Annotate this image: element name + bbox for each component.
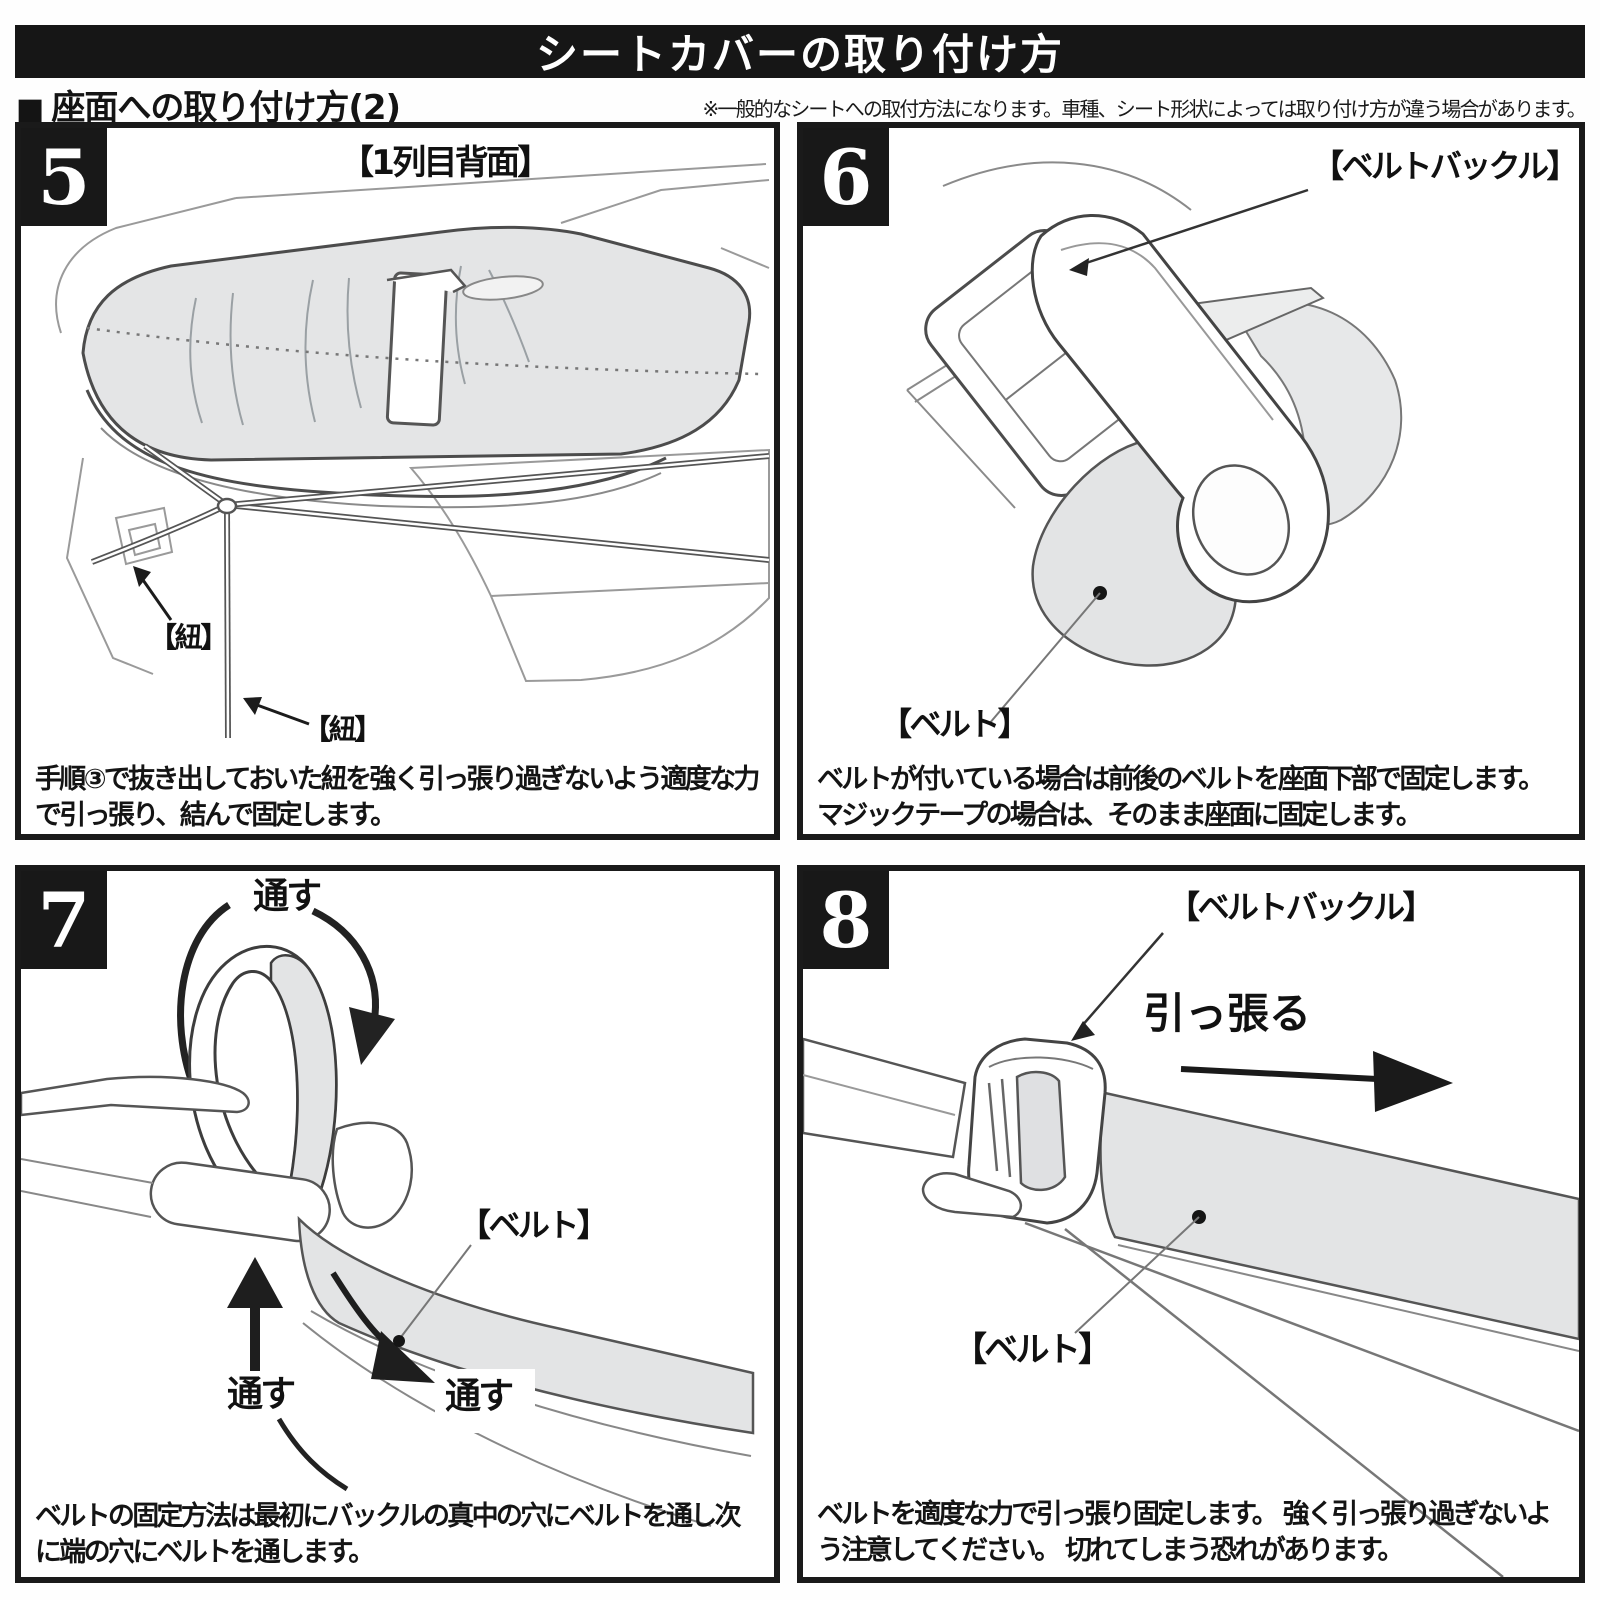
label-cord-a: 【紐】: [149, 621, 229, 654]
title-bar: シートカバーの取り付け方: [15, 25, 1585, 79]
step-number-7: 7: [21, 871, 107, 969]
step-panel-8: 8 【ベルトバックル】 引っ張: [797, 865, 1585, 1583]
step-panel-5: 5: [15, 122, 780, 840]
buckle-pointer-arrow: [1069, 188, 1309, 276]
belt-buckle-frame: [924, 229, 1182, 497]
label-belt: 【ベルト】: [880, 705, 1030, 743]
step-panel-7: 7: [15, 865, 780, 1583]
finger: [21, 1075, 250, 1117]
section-note: ※一般的なシートへの取付方法になります。車種、シート形状によっては取り付け方が違…: [702, 97, 1586, 121]
step-number-8: 8: [803, 871, 889, 969]
cover-strap: [385, 271, 449, 427]
label-belt: 【ベルト】: [953, 1330, 1112, 1370]
belt-threading-illustration: [21, 902, 755, 1527]
belt-tighten-illustration: [803, 932, 1579, 1577]
buckle-roller: [1015, 1070, 1067, 1191]
square-bullet-icon: ■: [16, 92, 44, 127]
pass-through-arrow: [330, 1271, 435, 1383]
buckle-pad: [331, 1121, 413, 1229]
step-number-5: 5: [21, 128, 107, 226]
step-7-caption: ベルトの固定方法は最初にバックルの真中の穴にベルトを通し次に端の穴にベルトを通し…: [35, 1501, 742, 1568]
step-8-caption: ベルトを適度な力で引っ張り固定します。 強く引っ張り過ぎないよう注意してください…: [817, 1499, 1552, 1566]
belt-buckle-illustration: [906, 161, 1403, 725]
label-pass-right: 通す: [445, 1376, 514, 1417]
loop-direction-arrows: [177, 902, 395, 1087]
thumb: [149, 1161, 331, 1243]
label-belt: 【ベルト】: [459, 1206, 609, 1244]
belt-strap: [1099, 1091, 1579, 1341]
step-5-caption: 手順③で抜き出しておいた紐を強く引っ張り過ぎないよう適度な力で引っ張り、結んで固…: [35, 764, 760, 831]
buckle-tip: [921, 1172, 1022, 1219]
label-first-row-back: 【1列目背面】: [340, 143, 551, 183]
seat-back-cords-illustration: [55, 163, 770, 739]
belt-point-dot: [393, 1335, 405, 1347]
step-6-caption: ベルトが付いている場合は前後のベルトを座面下部で固定します。マジックテープの場合…: [817, 764, 1545, 831]
label-pull: 引っ張る: [1143, 989, 1312, 1038]
pull-arrow: [1180, 1051, 1453, 1112]
up-arrow: [227, 1257, 283, 1371]
step-panel-6: 6 【ベルトバックル】 【ベルト】 ベル: [797, 122, 1585, 840]
page-title: シートカバーの取り付け方: [535, 30, 1064, 79]
belt-left: [803, 1037, 967, 1159]
belt-buckle: [921, 1037, 1107, 1225]
label-belt-buckle: 【ベルトバックル】: [1312, 147, 1579, 185]
step-number-6: 6: [803, 128, 889, 226]
section-heading-text: 座面への取り付け方(2): [51, 88, 401, 128]
belt-strap: [297, 1215, 755, 1435]
stitch-line: [86, 326, 761, 376]
label-pass-left: 通す: [227, 1374, 296, 1415]
cord-pointer-arrows: [133, 566, 310, 726]
label-pass-top: 通す: [253, 876, 322, 917]
buckle-pointer-arrow: [1071, 932, 1164, 1041]
label-cord-b: 【紐】: [303, 713, 383, 746]
label-belt-buckle: 【ベルトバックル】: [1168, 888, 1435, 926]
section-heading: ■座面への取り付け方(2): [16, 80, 401, 129]
